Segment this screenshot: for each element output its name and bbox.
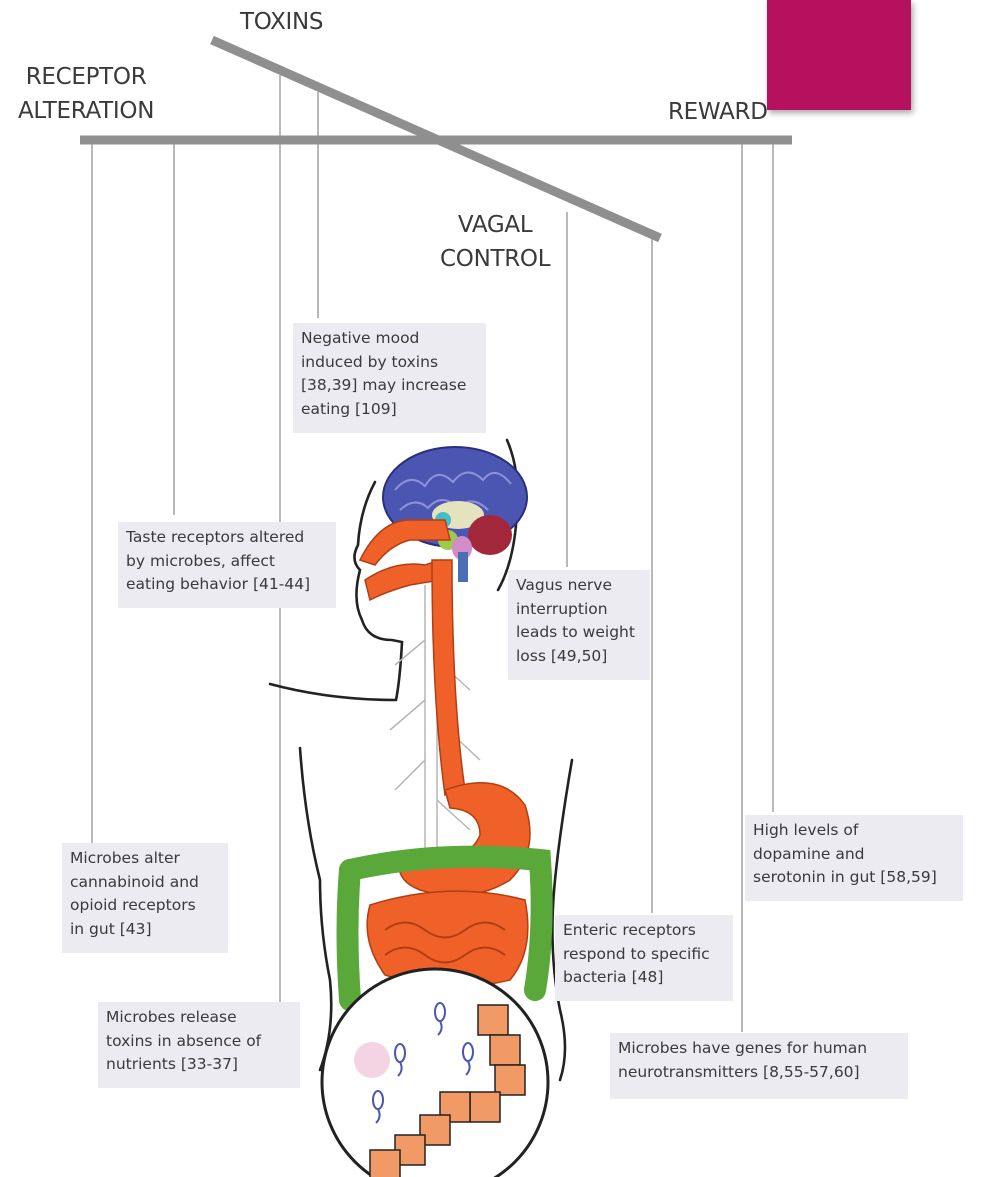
receptor-alteration-title: RECEPTOR ALTERATION (18, 60, 154, 128)
accent-block (767, 0, 911, 110)
brain-icon (383, 447, 527, 582)
vagal-control-title: VAGAL CONTROL (440, 208, 550, 276)
reward-title: REWARD (668, 95, 768, 129)
toxins-title: TOXINS (240, 5, 323, 39)
gut-magnifier (322, 969, 548, 1177)
